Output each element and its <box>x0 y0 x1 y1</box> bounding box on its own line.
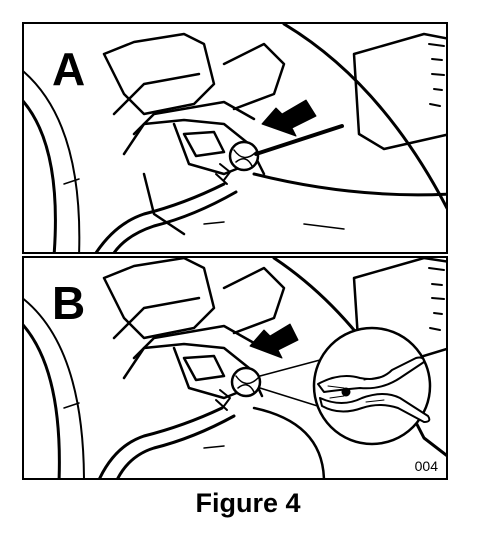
clip-tab <box>215 163 231 185</box>
screwdriver <box>254 124 344 156</box>
cable-clip <box>230 366 262 398</box>
pointer-arrow-b <box>249 323 299 359</box>
shading-lines <box>63 402 225 449</box>
panel-b-drawing <box>24 258 446 478</box>
pointer-arrow-a <box>261 99 317 137</box>
pliers-icon <box>317 356 431 423</box>
illustration-panel-a: A <box>22 22 448 254</box>
cable-clip <box>228 140 260 172</box>
cable-outer <box>112 190 238 252</box>
figure-caption: Figure 4 <box>195 488 301 518</box>
engine-block-detail <box>428 267 445 331</box>
bracket-body <box>102 258 216 340</box>
panel-label-b: B <box>52 277 86 329</box>
cable-outer <box>116 414 236 478</box>
cable <box>98 406 224 478</box>
cable-clip-detail <box>235 375 259 393</box>
bracket-body <box>102 32 216 116</box>
wheel-arc <box>24 100 57 252</box>
bracket-edge <box>142 172 186 236</box>
panel-a-drawing <box>24 24 446 252</box>
cable-clip-detail <box>233 149 257 167</box>
wheel-arc <box>24 323 61 478</box>
fender-curve <box>282 24 446 210</box>
panel-label-a: A <box>52 43 86 95</box>
shading-lines <box>63 178 345 230</box>
bracket-slot <box>182 354 226 382</box>
bracket-slot <box>182 130 226 158</box>
fender-lower-curve <box>252 406 326 478</box>
wheel-arc-inner <box>24 70 81 252</box>
clip-tab <box>215 389 231 411</box>
housing-upper <box>222 266 286 335</box>
engine-block <box>352 32 446 151</box>
housing-upper <box>222 42 286 111</box>
engine-block-detail <box>428 43 445 107</box>
image-code: 004 <box>414 458 438 474</box>
wheel-arc-inner <box>24 298 85 478</box>
illustration-panel-b: B 004 <box>22 256 448 480</box>
cable <box>94 182 226 252</box>
fender-lower-curve <box>252 172 446 197</box>
zoom-leader-lines <box>259 359 325 409</box>
